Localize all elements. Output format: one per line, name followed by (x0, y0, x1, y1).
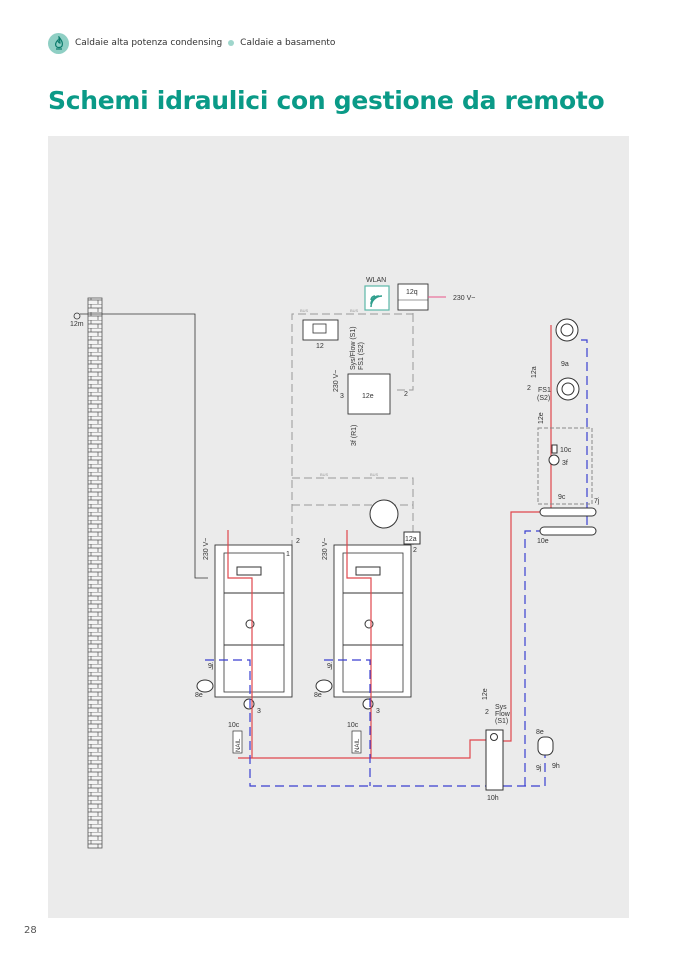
label-10c-b2: 10c (347, 722, 359, 729)
boiler-2 (315, 499, 421, 710)
label-8e-b1: 8e (195, 692, 203, 699)
label-9h: 9h (552, 763, 560, 770)
label-9j: 9j (536, 765, 542, 772)
breadcrumb-section[interactable]: Caldaie alta potenza condensing (75, 38, 223, 48)
label-7j: 7j (594, 498, 600, 505)
label-n: 3 (376, 708, 380, 715)
label-n: 1 (286, 551, 290, 558)
label-8e: 8e (536, 729, 544, 736)
chimney-wall (87, 297, 103, 849)
expansion-vessel (537, 736, 554, 756)
label-9j-b1: 9j (208, 663, 214, 670)
gateway-12q (397, 283, 429, 311)
breadcrumb: Caldaie alta potenza condensing Caldaie … (48, 32, 335, 54)
manifold-return (539, 526, 597, 536)
label-12a: 12a (405, 536, 417, 543)
label-sys: Sys (495, 704, 507, 711)
label-s2: (S2) (537, 395, 550, 402)
bus-label: BUS (300, 308, 309, 313)
label-9c: 9c (558, 494, 566, 501)
label-12m: 12m (70, 321, 84, 328)
bus-label: BUS (370, 472, 379, 477)
chimney-sensor-icon (73, 312, 81, 320)
label-nail-b1: NAIL (236, 738, 242, 752)
label-n: 3 (340, 393, 344, 400)
label-9a: 9a (561, 361, 569, 368)
module-12e (347, 373, 391, 415)
sensor-wire (80, 313, 208, 579)
label-230v: 230 V~ (453, 295, 475, 302)
wlan-label: WLAN (366, 277, 386, 284)
label-n: 2 (485, 709, 489, 716)
diagram-panel (48, 136, 629, 918)
bus-label: BUS (350, 308, 359, 313)
boiler-1 (196, 544, 293, 710)
label-10h: 10h (487, 795, 499, 802)
label-12e: 12e (362, 393, 374, 400)
label-3f: 3f (562, 460, 568, 467)
label-12a-zone: 12a (531, 366, 538, 378)
manifold-flow (539, 507, 597, 517)
label-230v-module: 230 V~ (333, 370, 340, 392)
return-pipes (205, 339, 588, 787)
page-title: Schemi idraulici con gestione da remoto (48, 86, 605, 115)
label-9j-b2: 9j (327, 663, 333, 670)
label-fs1-zone: FS1 (538, 387, 551, 394)
label-nail-b2: NAIL (355, 738, 361, 752)
label-sysflow: Sys/Flow (S1) (350, 326, 357, 370)
label-fs1: FS1 (S2) (358, 342, 365, 370)
label-10e: 10e (537, 538, 549, 545)
label-12: 12 (316, 343, 324, 350)
label-n: 3 (257, 708, 261, 715)
label-n: 2 (404, 391, 408, 398)
label-12e-sep: 12e (482, 688, 489, 700)
pump-group (537, 427, 593, 505)
radiator-1 (555, 318, 579, 342)
label-flow: Flow (495, 711, 511, 718)
label-n: 2 (296, 538, 300, 545)
breadcrumb-separator (228, 40, 235, 46)
page-number: 28 (24, 925, 37, 936)
label-8e-b2: 8e (314, 692, 322, 699)
flow-pipes (227, 325, 552, 759)
bus-label: BUS (320, 472, 329, 477)
label-s1: (S1) (495, 718, 508, 725)
wifi-icon (370, 295, 383, 308)
breadcrumb-subsection[interactable]: Caldaie a basamento (240, 38, 336, 48)
label-12e-zone: 12e (538, 412, 545, 424)
flame-icon (48, 32, 69, 54)
label-230v-b2: 230 V~ (322, 538, 329, 560)
pump-icon (548, 454, 560, 466)
burner-icon (369, 499, 399, 529)
label-10c: 10c (560, 447, 572, 454)
radiator-2 (556, 377, 580, 401)
label-3f-r1: 3f (R1) (351, 425, 358, 446)
label-12q: 12q (406, 289, 418, 296)
label-230v-b1: 230 V~ (203, 538, 210, 560)
label-10c-b1: 10c (228, 722, 240, 729)
label-n: 2 (527, 385, 531, 392)
controller-12 (302, 319, 339, 341)
hydraulic-separator (485, 729, 504, 791)
label-n: 2 (413, 547, 417, 554)
